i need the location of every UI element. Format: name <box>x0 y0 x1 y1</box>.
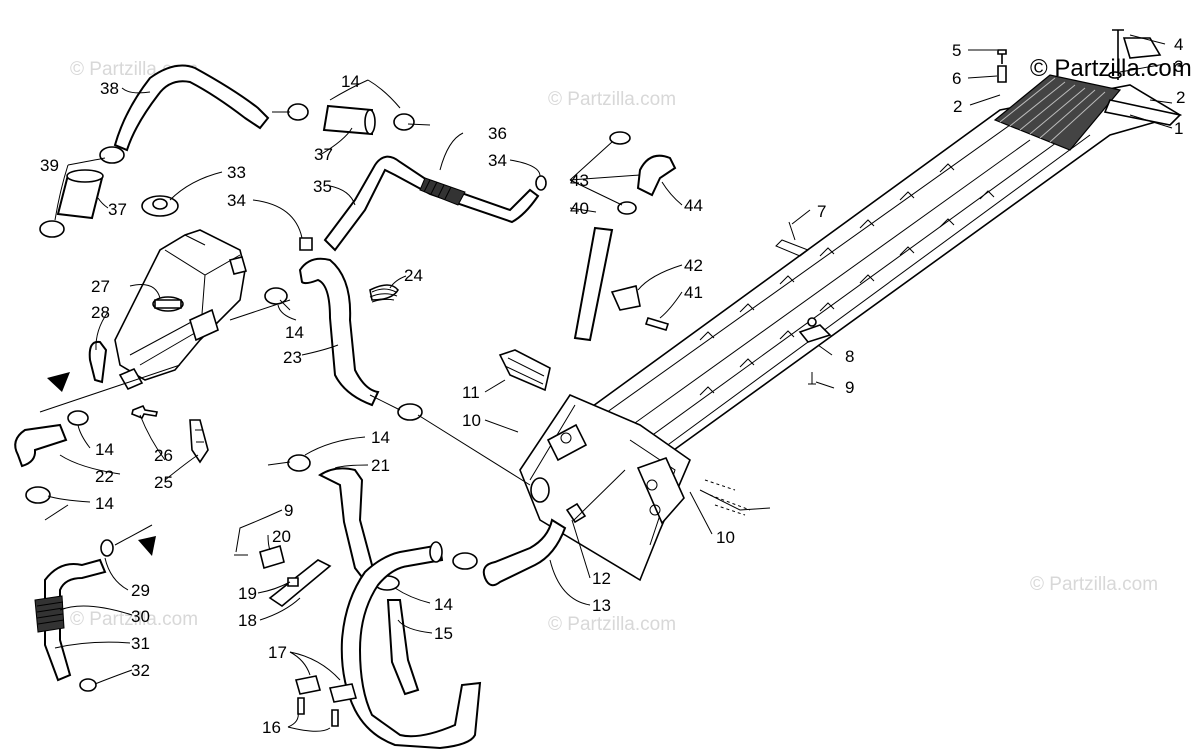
callout-17: 17 <box>268 643 287 662</box>
callout-21: 21 <box>371 456 390 475</box>
callout-42: 42 <box>684 256 703 275</box>
watermark-main: © Partzilla.com <box>1030 55 1192 82</box>
direction-arrow-lower <box>138 536 156 556</box>
callout-37: 37 <box>314 145 333 164</box>
watermark-faint-4: © Partzilla.com <box>1030 574 1158 595</box>
callout-33: 33 <box>227 163 246 182</box>
clamps <box>25 103 478 591</box>
callout-9: 9 <box>284 501 293 520</box>
callout-44: 44 <box>684 196 703 215</box>
callout-14: 14 <box>341 72 360 91</box>
callout-16: 16 <box>262 718 281 737</box>
callout-31: 31 <box>131 634 150 653</box>
faint-watermarks: © Partzilla.com © Partzilla.com © Partzi… <box>70 59 1158 635</box>
callout-7: 7 <box>817 202 826 221</box>
callout-41: 41 <box>684 283 703 302</box>
callout-2: 2 <box>1176 88 1185 107</box>
callout-32: 32 <box>131 661 150 680</box>
callout-3: 3 <box>1174 57 1183 76</box>
callout-9: 9 <box>845 378 854 397</box>
callout-39: 39 <box>40 156 59 175</box>
callout-38: 38 <box>100 79 119 98</box>
callout-4: 4 <box>1174 35 1183 54</box>
callout-14: 14 <box>434 595 453 614</box>
callout-11: 11 <box>462 383 480 402</box>
callout-14: 14 <box>95 440 114 459</box>
callout-12: 12 <box>592 569 611 588</box>
callout-8: 8 <box>845 347 854 366</box>
callout-14: 14 <box>285 323 304 342</box>
callout-40: 40 <box>570 199 589 218</box>
callout-43: 43 <box>570 171 589 190</box>
direction-arrow-upper <box>47 372 70 392</box>
callout-10: 10 <box>462 411 481 430</box>
callout-10: 10 <box>716 528 735 547</box>
callout-36: 36 <box>488 124 507 143</box>
coolant-tank <box>114 195 247 391</box>
callout-26: 26 <box>154 446 173 465</box>
callout-5: 5 <box>952 41 961 60</box>
callout-24: 24 <box>404 266 423 285</box>
callout-34: 34 <box>227 191 246 210</box>
callout-23: 23 <box>283 348 302 367</box>
watermark-faint-3: © Partzilla.com <box>548 614 676 635</box>
callout-35: 35 <box>313 177 332 196</box>
callout-29: 29 <box>131 581 150 600</box>
callout-34: 34 <box>488 151 507 170</box>
callout-25: 25 <box>154 473 173 492</box>
callout-27: 27 <box>91 277 110 296</box>
callout-2: 2 <box>953 97 962 116</box>
callout-30: 30 <box>131 607 150 626</box>
callout-15: 15 <box>434 624 453 643</box>
part-number-callouts: 1 2 2 3 4 5 6 7 8 9 9 10 10 11 12 13 14 … <box>40 35 1185 737</box>
callout-28: 28 <box>91 303 110 322</box>
watermark-faint-5: © Partzilla.com <box>70 609 198 630</box>
callout-14: 14 <box>95 494 114 513</box>
callout-18: 18 <box>238 611 257 630</box>
callout-6: 6 <box>952 69 961 88</box>
callout-14: 14 <box>371 428 390 447</box>
callout-20: 20 <box>272 527 291 546</box>
callout-13: 13 <box>592 596 611 615</box>
callout-22: 22 <box>95 467 114 486</box>
callout-19: 19 <box>238 584 257 603</box>
callout-37: 37 <box>108 200 127 219</box>
watermark-faint-2: © Partzilla.com <box>548 89 676 110</box>
heat-exchanger-assembly <box>519 74 1182 582</box>
callout-1: 1 <box>1174 119 1183 138</box>
